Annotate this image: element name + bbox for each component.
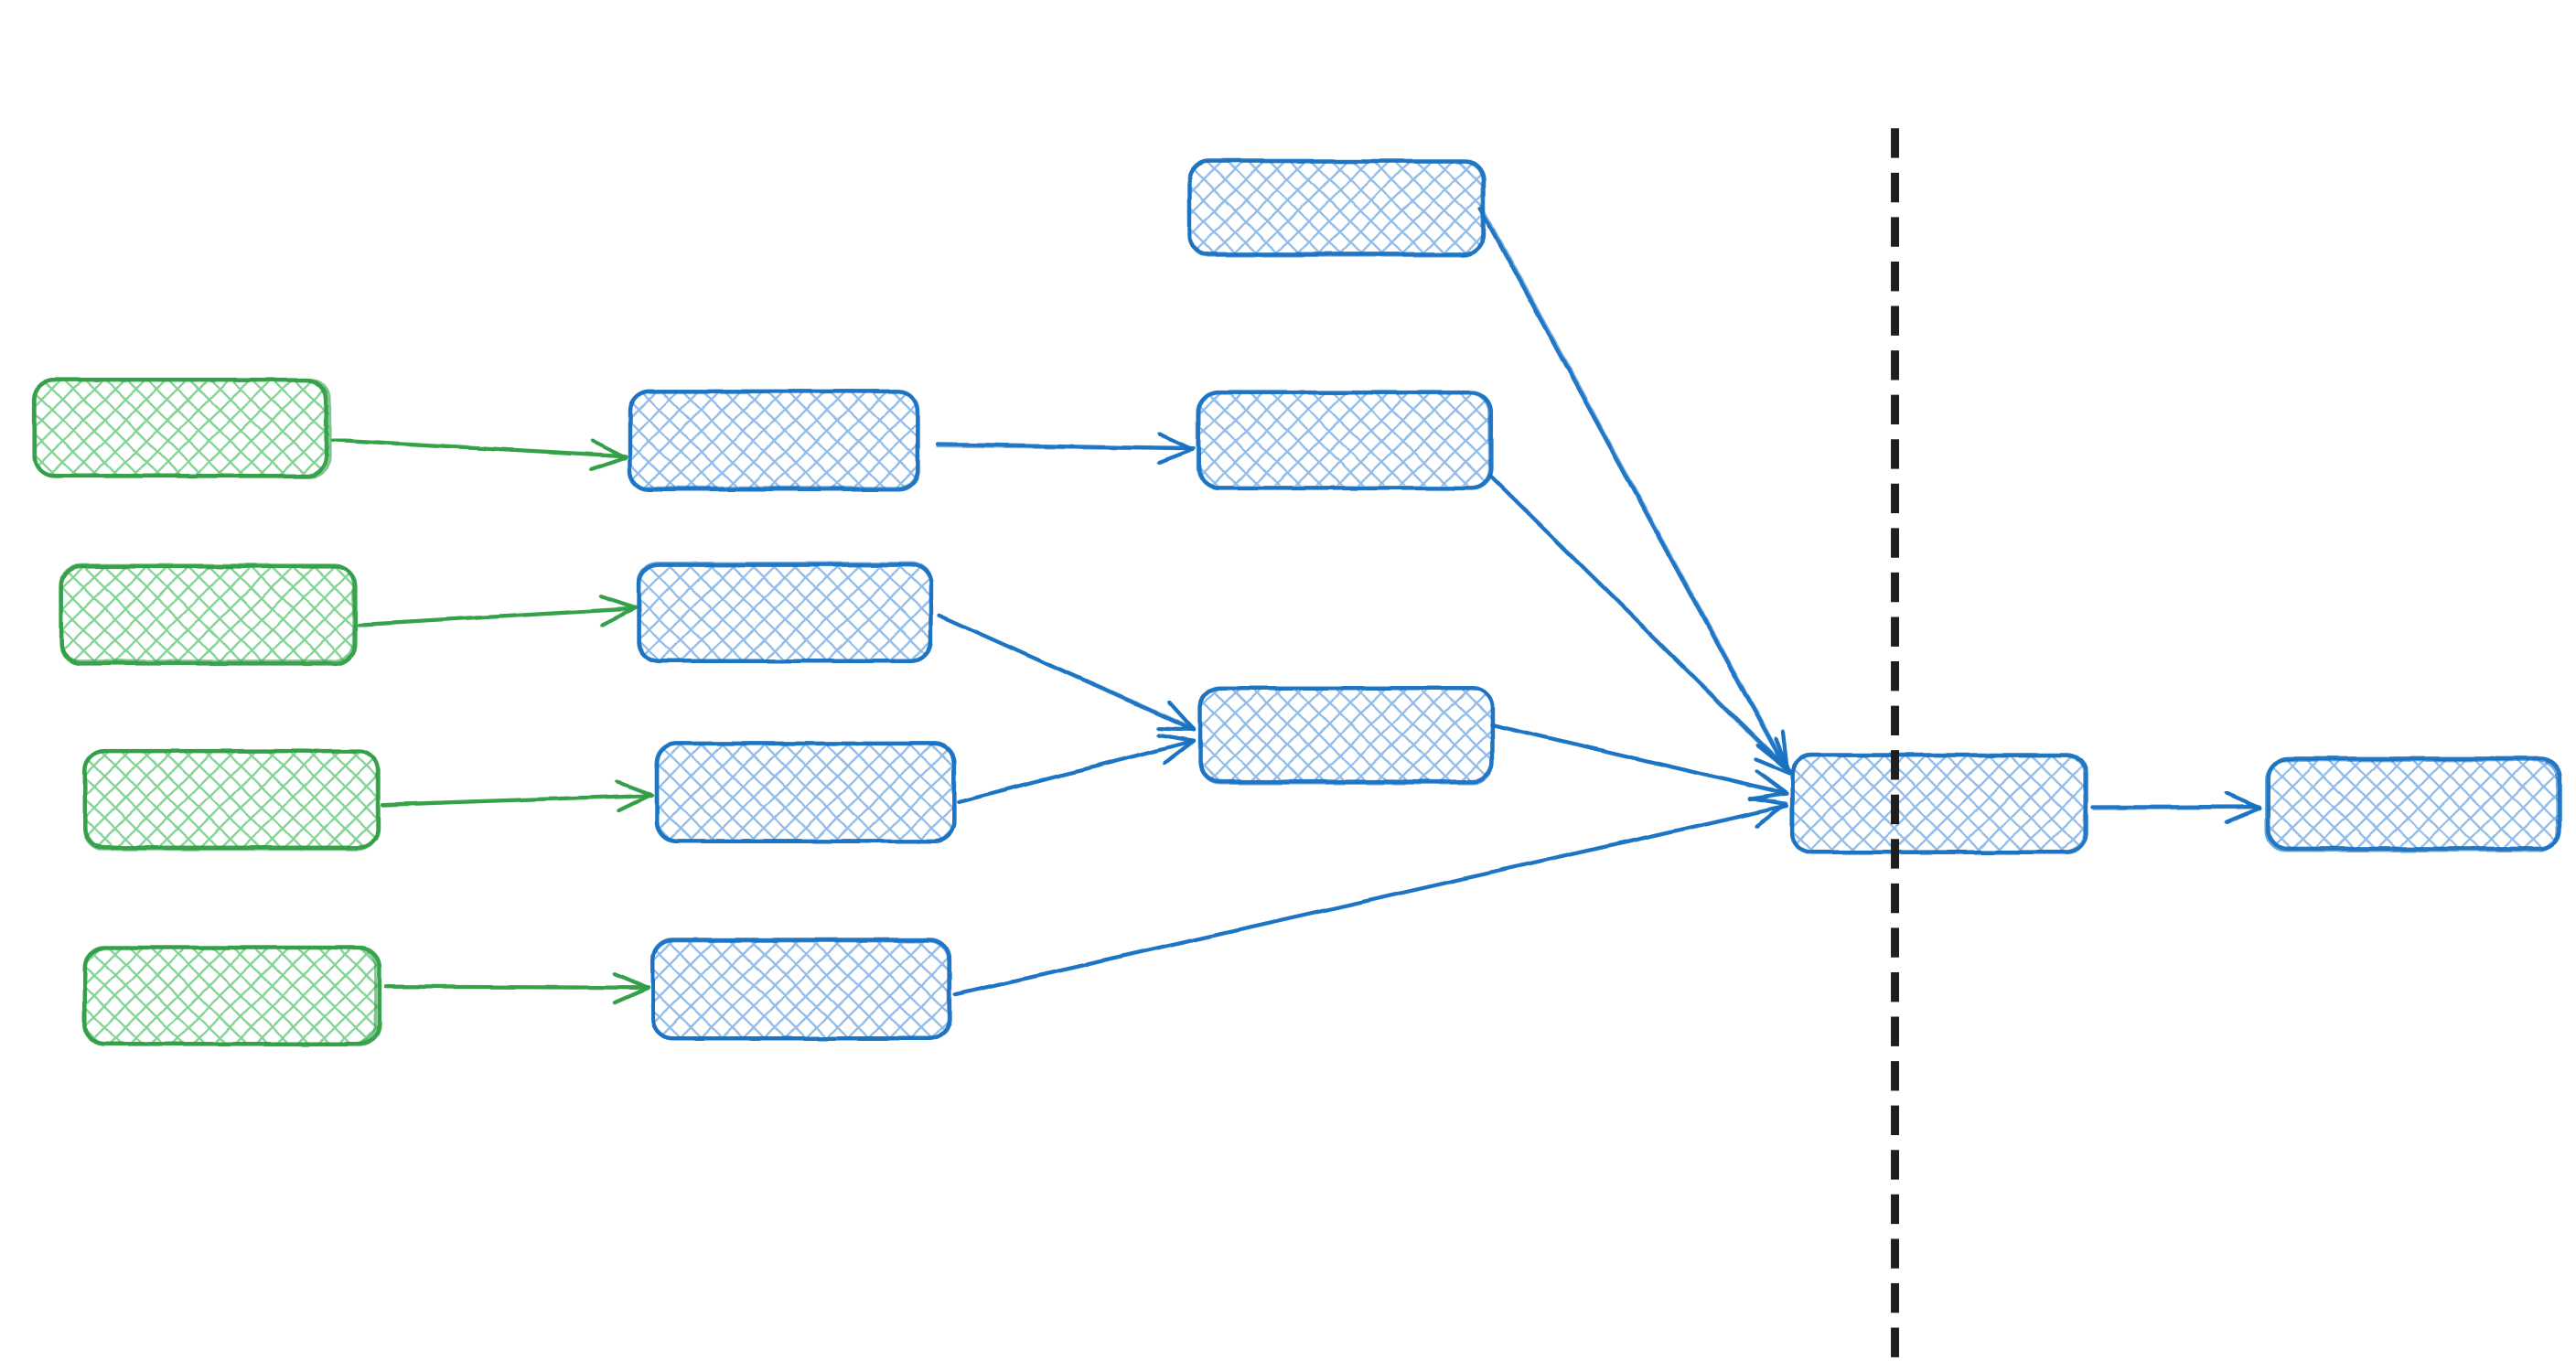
edges-layer	[330, 204, 2262, 1005]
node-a-proc-3[interactable]	[654, 741, 957, 844]
nodes-layer	[32, 158, 2562, 1046]
edge-e11[interactable]	[953, 796, 1789, 997]
edge-e3[interactable]	[381, 779, 655, 812]
edge-e5[interactable]	[935, 432, 1196, 466]
node-b-merge[interactable]	[1789, 753, 2088, 854]
node-a-src-2[interactable]	[59, 563, 358, 666]
edge-e10[interactable]	[1489, 722, 1789, 801]
node-a-proc-2[interactable]	[637, 562, 933, 663]
edge-e1[interactable]	[330, 438, 628, 472]
node-a-proc-4[interactable]	[650, 938, 952, 1041]
edge-e7[interactable]	[956, 733, 1197, 804]
node-a-src-1[interactable]	[32, 377, 332, 478]
node-b-node-1[interactable]	[1187, 158, 1487, 258]
edge-e4[interactable]	[384, 972, 650, 1005]
node-a-src-3[interactable]	[82, 748, 381, 852]
node-b-node-3[interactable]	[1197, 685, 1495, 785]
node-b-sink[interactable]	[2264, 756, 2562, 852]
node-a-src-4[interactable]	[82, 945, 382, 1046]
node-a-proc-1[interactable]	[628, 389, 920, 492]
edge-e9[interactable]	[1487, 473, 1793, 776]
edge-e6[interactable]	[937, 613, 1197, 732]
edge-e12[interactable]	[2090, 791, 2262, 824]
edge-e2[interactable]	[357, 595, 639, 627]
edge-e8[interactable]	[1477, 204, 1789, 771]
node-b-node-2[interactable]	[1196, 390, 1494, 490]
